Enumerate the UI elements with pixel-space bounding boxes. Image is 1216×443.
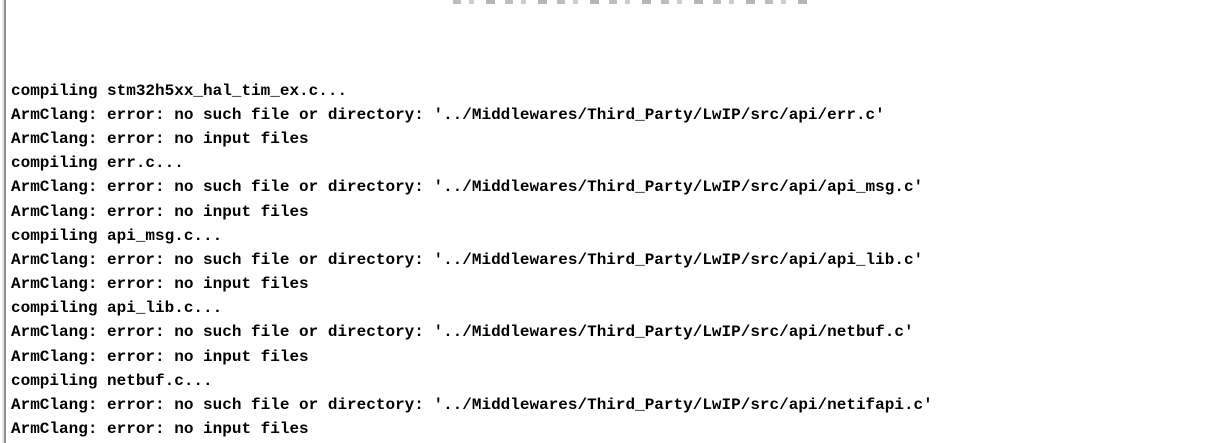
console-line: ArmClang: error: no input files — [11, 129, 309, 148]
console-line: compiling stm32h5xx_hal_tim_ex.c... — [11, 81, 348, 100]
console-line: ArmClang: error: no such file or directo… — [11, 250, 924, 269]
console-line: compiling netbuf.c... — [11, 371, 213, 390]
console-line: ArmClang: error: no such file or directo… — [11, 323, 914, 342]
console-line: compiling api_lib.c... — [11, 299, 223, 318]
console-line: ArmClang: error: no input files — [11, 202, 309, 221]
console-line: compiling err.c... — [11, 154, 184, 173]
console-line: ArmClang: error: no such file or directo… — [11, 396, 933, 415]
console-line: ArmClang: error: no such file or directo… — [11, 178, 924, 197]
console-line: ArmClang: error: no input files — [11, 347, 309, 366]
cropped-text-remnant — [443, 0, 813, 4]
console-line: ArmClang: error: no input files — [11, 275, 309, 294]
pane-left-border — [0, 0, 7, 443]
build-output-console[interactable]: compiling stm32h5xx_hal_tim_ex.c... ArmCl… — [7, 0, 1216, 443]
console-line: ArmClang: error: no input files — [11, 420, 309, 439]
console-line: ArmClang: error: no such file or directo… — [11, 105, 885, 124]
console-line: compiling api_msg.c... — [11, 226, 223, 245]
